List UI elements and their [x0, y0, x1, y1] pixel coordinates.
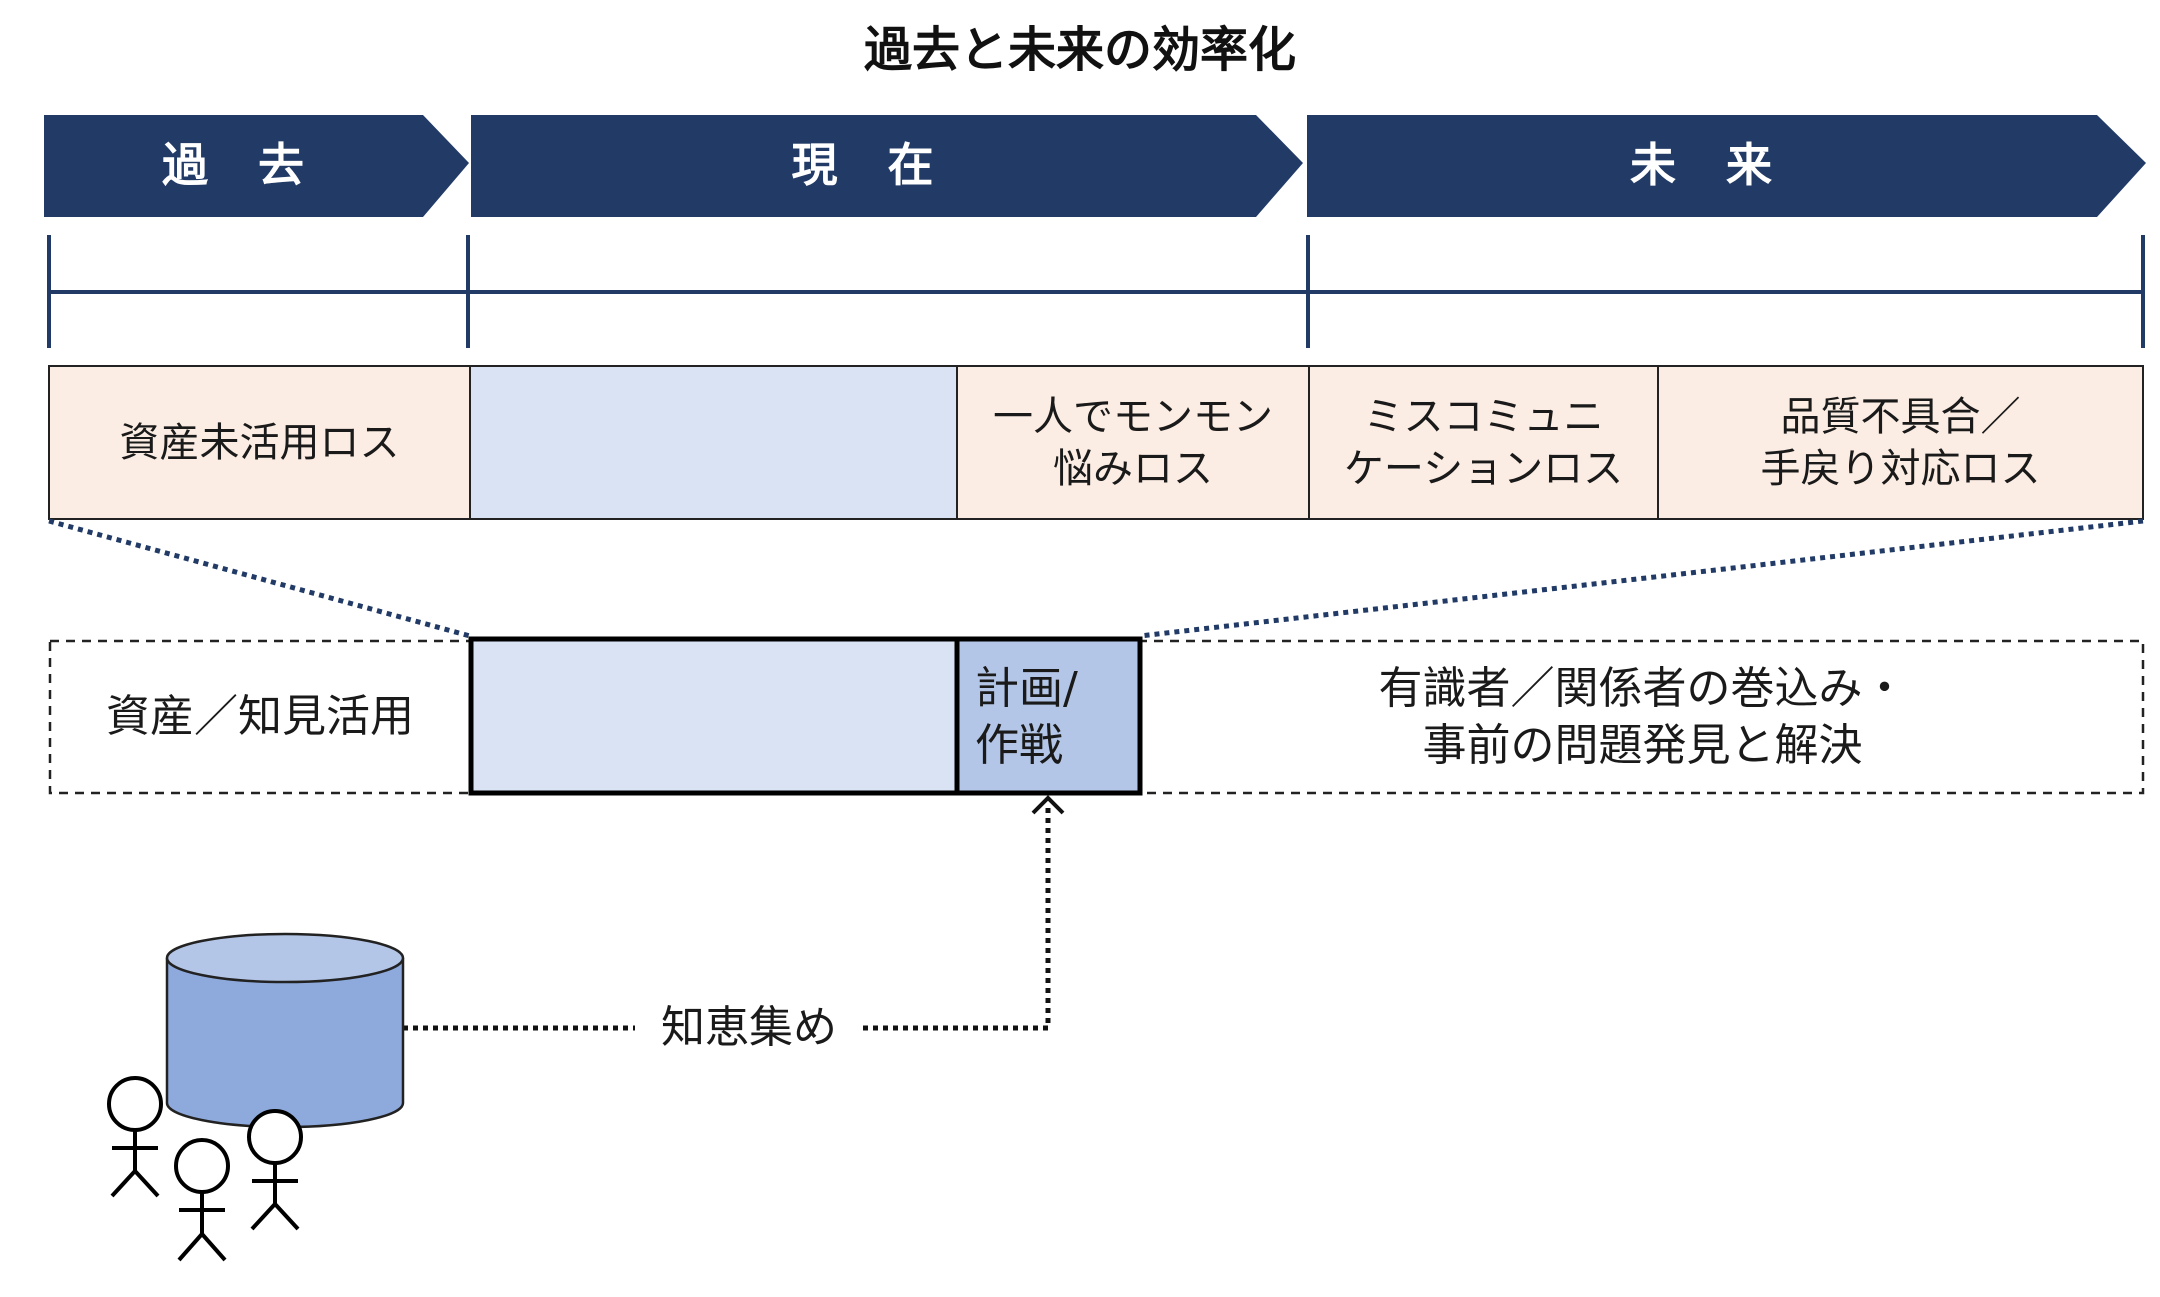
phase-label-future: 未 来 [1630, 138, 1774, 193]
asset-knowledge-label: 資産／知見活用 [106, 691, 414, 743]
loss-text-empty [470, 366, 957, 519]
phase-label-past: 過 去 [162, 138, 306, 193]
stakeholder-label: 有識者／関係者の巻込み・ 事前の問題発見と解決 [1378, 662, 1907, 771]
phase-chevron-past [44, 115, 469, 217]
person-icon [247, 1109, 303, 1231]
phase-chevron-present [471, 115, 1303, 217]
loss-cell-empty [469, 365, 958, 520]
loss-row [48, 365, 2144, 520]
focus-box [468, 636, 960, 796]
phase-chevron-future [1307, 115, 2146, 217]
gather-arrow [403, 795, 1065, 1031]
phase-label-present: 現 在 [791, 138, 936, 193]
person-icon [107, 1076, 163, 1198]
page-title: 過去と未来の効率化 [863, 21, 1296, 78]
plan-label: 計画/ 作戦 [975, 662, 1078, 771]
loss-text-alone: 一人でモンモン 悩みロス [993, 393, 1273, 492]
loss-text-asset: 資産未活用ロス [119, 419, 400, 466]
timeline-ruler [47, 235, 2145, 348]
loss-text-miscomm: ミスコミュニ ケーションロス [1343, 393, 1624, 492]
gather-label: 知恵集め [661, 1002, 837, 1054]
plan-box [954, 636, 1143, 796]
loss-text-quality: 品質不具合／ 手戻り対応ロス [1760, 393, 2041, 492]
arrow-head [1031, 795, 1065, 815]
loss-cell-quality [1657, 365, 2144, 520]
person-icon [174, 1138, 230, 1262]
loss-cell-miscomm [1308, 365, 1659, 520]
loss-cell-alone [956, 365, 1310, 520]
database-icon [165, 932, 405, 1129]
zoom-connectors [48, 518, 2144, 639]
